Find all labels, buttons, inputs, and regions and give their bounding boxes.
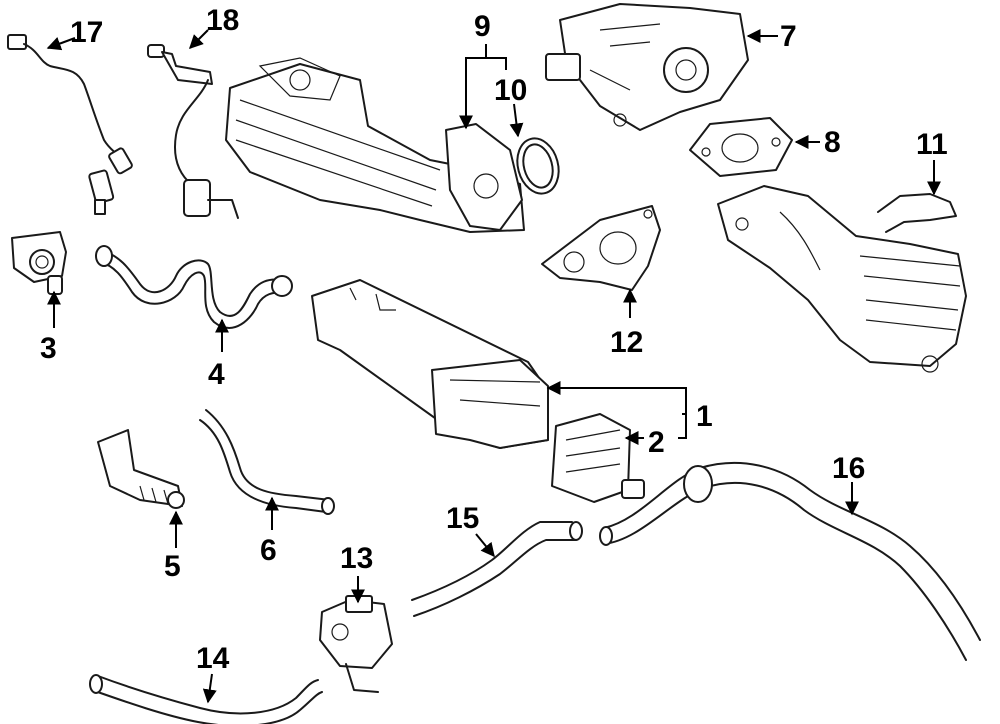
callout-17: 17 [70,16,103,49]
leader-14 [202,673,217,704]
leader-17 [46,37,76,51]
callout-4: 4 [208,358,225,391]
callout-5: 5 [164,550,181,583]
callout-9: 9 [474,10,491,43]
part-16-hose [599,462,981,661]
part-18-sensor [147,44,239,219]
callout-16: 16 [832,452,865,485]
callout-7: 7 [780,20,797,53]
part-7-egr-valve [545,3,749,131]
part-14-hose [89,674,323,724]
callout-8: 8 [824,126,841,159]
part-4-hose [95,245,293,329]
part-3-valve [11,231,67,295]
part-1-canister [311,279,549,449]
callout-11: 11 [916,128,948,161]
leader-10 [509,103,524,138]
callout-18: 18 [206,4,239,37]
callout-12: 12 [610,326,643,359]
part-5-sensor [97,429,185,509]
leader-1-branch [678,414,687,439]
leader-15 [475,533,495,558]
part-2-valve [551,413,645,503]
part-6-hose [199,409,335,515]
leader-lines [46,29,941,704]
part-9-egr-cooler [225,57,525,233]
callout-15: 15 [446,502,479,535]
callout-14: 14 [196,642,230,675]
leader-9 [459,44,487,130]
part-13-solenoid [319,595,393,693]
leader-18 [189,29,209,49]
part-11-egr-assembly [717,185,967,373]
part-10-gasket [516,137,560,195]
callout-3: 3 [40,332,57,365]
callout-labels: 17 18 3 4 5 6 7 8 9 10 11 12 1 2 13 14 1… [40,4,948,675]
leader-1 [546,381,687,415]
part-17-sensor-wire [7,34,133,215]
part-12-gasket [541,205,661,291]
part-15-hose [411,521,583,617]
callout-6: 6 [260,534,277,567]
callout-10: 10 [494,74,527,107]
leader-9-branch [486,57,507,70]
callout-2: 2 [648,426,665,459]
callout-1: 1 [696,400,713,433]
part-8-gasket [689,117,793,177]
callout-13: 13 [340,542,373,575]
